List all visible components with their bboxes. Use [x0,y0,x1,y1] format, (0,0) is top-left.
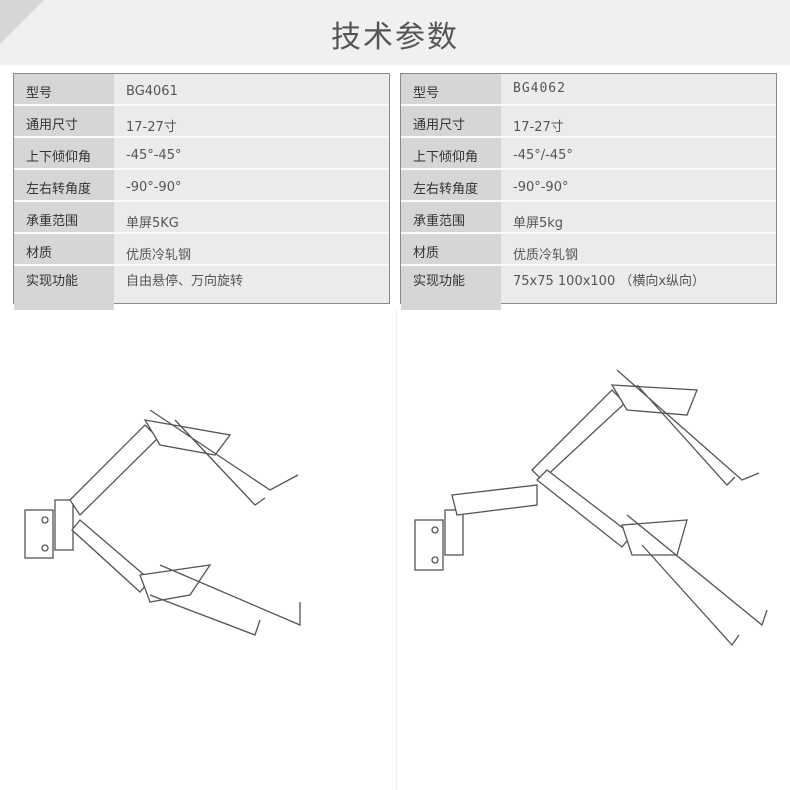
row-label: 实现功能 [14,266,114,310]
bg4061-arm-illustration [24,409,301,636]
row-value: 单屏5KG [126,216,179,231]
table-row: 左右转角度 -90°-90° [401,170,776,202]
table-row: 型号 BG4062 [401,74,776,106]
row-value: -90°-90° [513,180,569,195]
table-row: 承重范围单屏5kg [401,202,776,234]
row-value: -45°/-45° [513,148,573,163]
page-title: 技术参数 [331,20,459,55]
table-row: 材质优质冷轧钢 [14,234,389,266]
row-value: 17-27寸 [126,120,177,135]
row-label: 上下倾仰角 [401,138,501,168]
row-label: 上下倾仰角 [14,138,114,168]
row-label: 材质 [401,234,501,264]
row-label: 左右转角度 [401,170,501,200]
table-row: 型号 BG4061 [14,74,389,106]
row-label: 左右转角度 [14,170,114,200]
divider [396,310,397,790]
table-row: 通用尺寸 17-27寸 [14,106,389,138]
row-value: -45°-45° [126,148,182,163]
table-row: 实现功能自由悬停、万向旋转 [14,266,389,310]
spec-table-bg4062: 型号 BG4062 通用尺寸 17-27寸 上下倾仰角 -45°/-45° 左右转角度… [400,73,777,310]
header-band: 技术参数 [0,0,790,65]
row-label: 通用尺寸 [14,106,114,136]
bg4062-arm-illustration [414,369,768,647]
spec-table-bg4061: 型号 BG4061 通用尺寸 17-27寸 上下倾仰角 -45°-45° 左右转角度-… [13,73,390,310]
row-label: 型号 [14,74,114,104]
row-label: 型号 [401,74,501,104]
row-value: BG4061 [126,84,178,99]
table-row: 上下倾仰角 -45°-45° [14,138,389,170]
row-value: 自由悬停、万向旋转 [126,274,244,289]
row-label: 承重范围 [14,202,114,232]
row-label: 通用尺寸 [401,106,501,136]
row-label: 承重范围 [401,202,501,232]
table-row: 材质优质冷轧钢 [401,234,776,266]
row-value: 75x75 100x100 （横向x纵向） [513,274,706,289]
corner-decoration [0,0,44,44]
row-label: 材质 [14,234,114,264]
table-row: 上下倾仰角 -45°/-45° [401,138,776,170]
row-label: 实现功能 [401,266,501,310]
table-row: 实现功能 75x75 100x100 （横向x纵向） [401,266,776,310]
row-value: 优质冷轧钢 [126,248,192,263]
table-row: 承重范围单屏5KG [14,202,389,234]
row-value: 单屏5kg [513,216,564,231]
table-row: 通用尺寸 17-27寸 [401,106,776,138]
row-value: 优质冷轧钢 [513,248,579,263]
row-value: BG4062 [513,81,566,96]
row-value: 17-27寸 [513,120,564,135]
row-value: -90°-90° [126,180,182,195]
table-row: 左右转角度 -90°-90° [14,170,389,202]
